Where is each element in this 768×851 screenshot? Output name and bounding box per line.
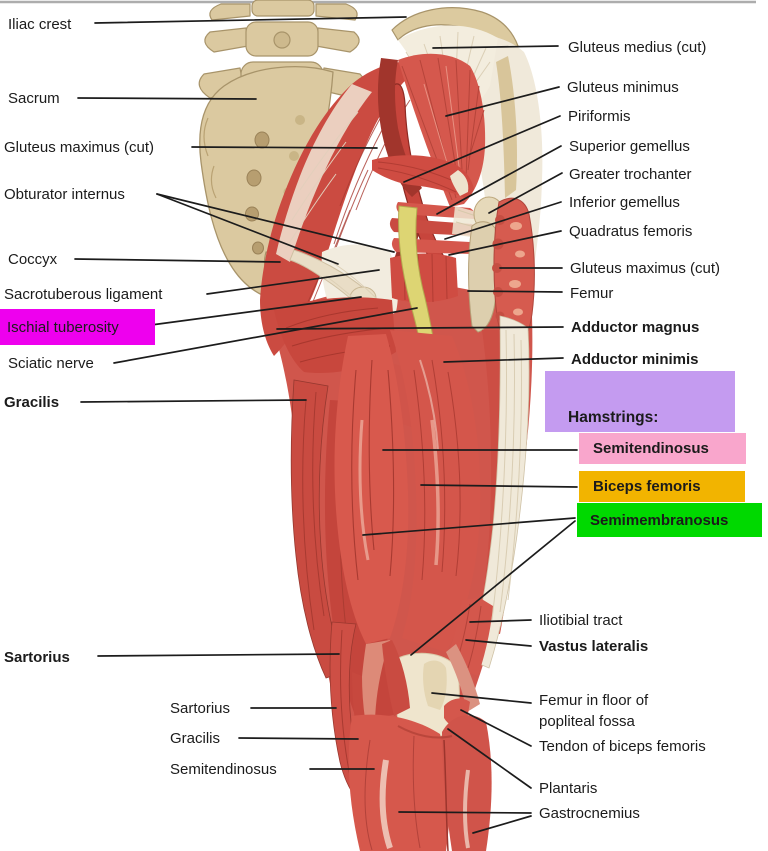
label-iliac-crest: Iliac crest <box>8 16 72 33</box>
label-gluteus-minimus: Gluteus minimus <box>567 79 679 96</box>
label-greater-trochanter: Greater trochanter <box>569 166 692 183</box>
label-vastus-lateralis: Vastus lateralis <box>539 638 649 655</box>
label-adductor-minimis: Adductor minimis <box>571 351 699 368</box>
label-semitendinosus-distal: Semitendinosus <box>170 761 277 778</box>
label-gluteus-maximus-cut-left: Gluteus maximus (cut) <box>4 139 155 156</box>
label-femur: Femur <box>570 285 614 302</box>
label-sartorius: Sartorius <box>4 649 70 666</box>
label-sacrum: Sacrum <box>8 90 60 107</box>
label-quadratus-femoris: Quadratus femoris <box>569 223 693 240</box>
label-hamstrings-heading: Hamstrings: <box>568 409 659 426</box>
femur-popliteal-floor <box>423 660 447 710</box>
label-adductor-magnus: Adductor magnus <box>571 319 700 336</box>
label-piriformis: Piriformis <box>568 108 631 125</box>
biceps-femoris-tendon <box>446 644 480 712</box>
gluteus-minimus-muscle <box>398 53 486 207</box>
label-femur-popliteal: Femur in floor of popliteal fossa <box>539 690 648 732</box>
label-gracilis: Gracilis <box>4 394 60 411</box>
ischial-tuberosity-highlight: Ischial tuberosity <box>0 309 155 345</box>
label-plantaris: Plantaris <box>539 780 598 797</box>
label-biceps-femoris: Biceps femoris <box>593 478 701 495</box>
label-sacrotuberous-ligament: Sacrotuberous ligament <box>4 286 163 303</box>
label-semitendinosus: Semitendinosus <box>593 440 709 457</box>
label-sartorius-distal: Sartorius <box>170 700 231 717</box>
label-tendon-of-biceps-femoris: Tendon of biceps femoris <box>539 738 706 755</box>
label-gluteus-medius-cut: Gluteus medius (cut) <box>568 39 707 56</box>
label-sciatic-nerve: Sciatic nerve <box>8 355 94 372</box>
label-obturator-internus: Obturator internus <box>4 186 125 203</box>
biceps-femoris-muscle <box>390 330 481 652</box>
label-inferior-gemellus: Inferior gemellus <box>569 194 680 211</box>
label-iliotibial-tract: Iliotibial tract <box>539 612 623 629</box>
label-coccyx: Coccyx <box>8 251 58 268</box>
label-gracilis-distal: Gracilis <box>170 730 221 747</box>
semitendinosus-highlight: Semitendinosus <box>579 433 746 464</box>
iliotibial-tract-band <box>469 315 530 669</box>
label-ischial-tuberosity: Ischial tuberosity <box>7 318 119 336</box>
gastrocnemius-medial-head <box>348 714 450 851</box>
label-gluteus-maximus-cut-right: Gluteus maximus (cut) <box>570 260 721 277</box>
label-femur-popliteal-line1: Femur in floor of <box>539 692 649 709</box>
label-femur-popliteal-line2: popliteal fossa <box>539 713 635 730</box>
label-gastrocnemius: Gastrocnemius <box>539 805 640 822</box>
leader-lines <box>74 16 578 834</box>
label-semimembranosus: Semimembranosus <box>590 511 729 529</box>
gastrocnemius-muscles <box>348 714 492 851</box>
hamstrings-highlight: Hamstrings: <box>545 371 735 432</box>
label-superior-gemellus: Superior gemellus <box>569 138 690 155</box>
sacrum-bone <box>199 66 334 301</box>
biceps-femoris-highlight: Biceps femoris <box>579 471 745 502</box>
gluteus-medius-cut-edge <box>377 58 422 197</box>
semimembranosus-highlight: Semimembranosus <box>577 503 762 537</box>
